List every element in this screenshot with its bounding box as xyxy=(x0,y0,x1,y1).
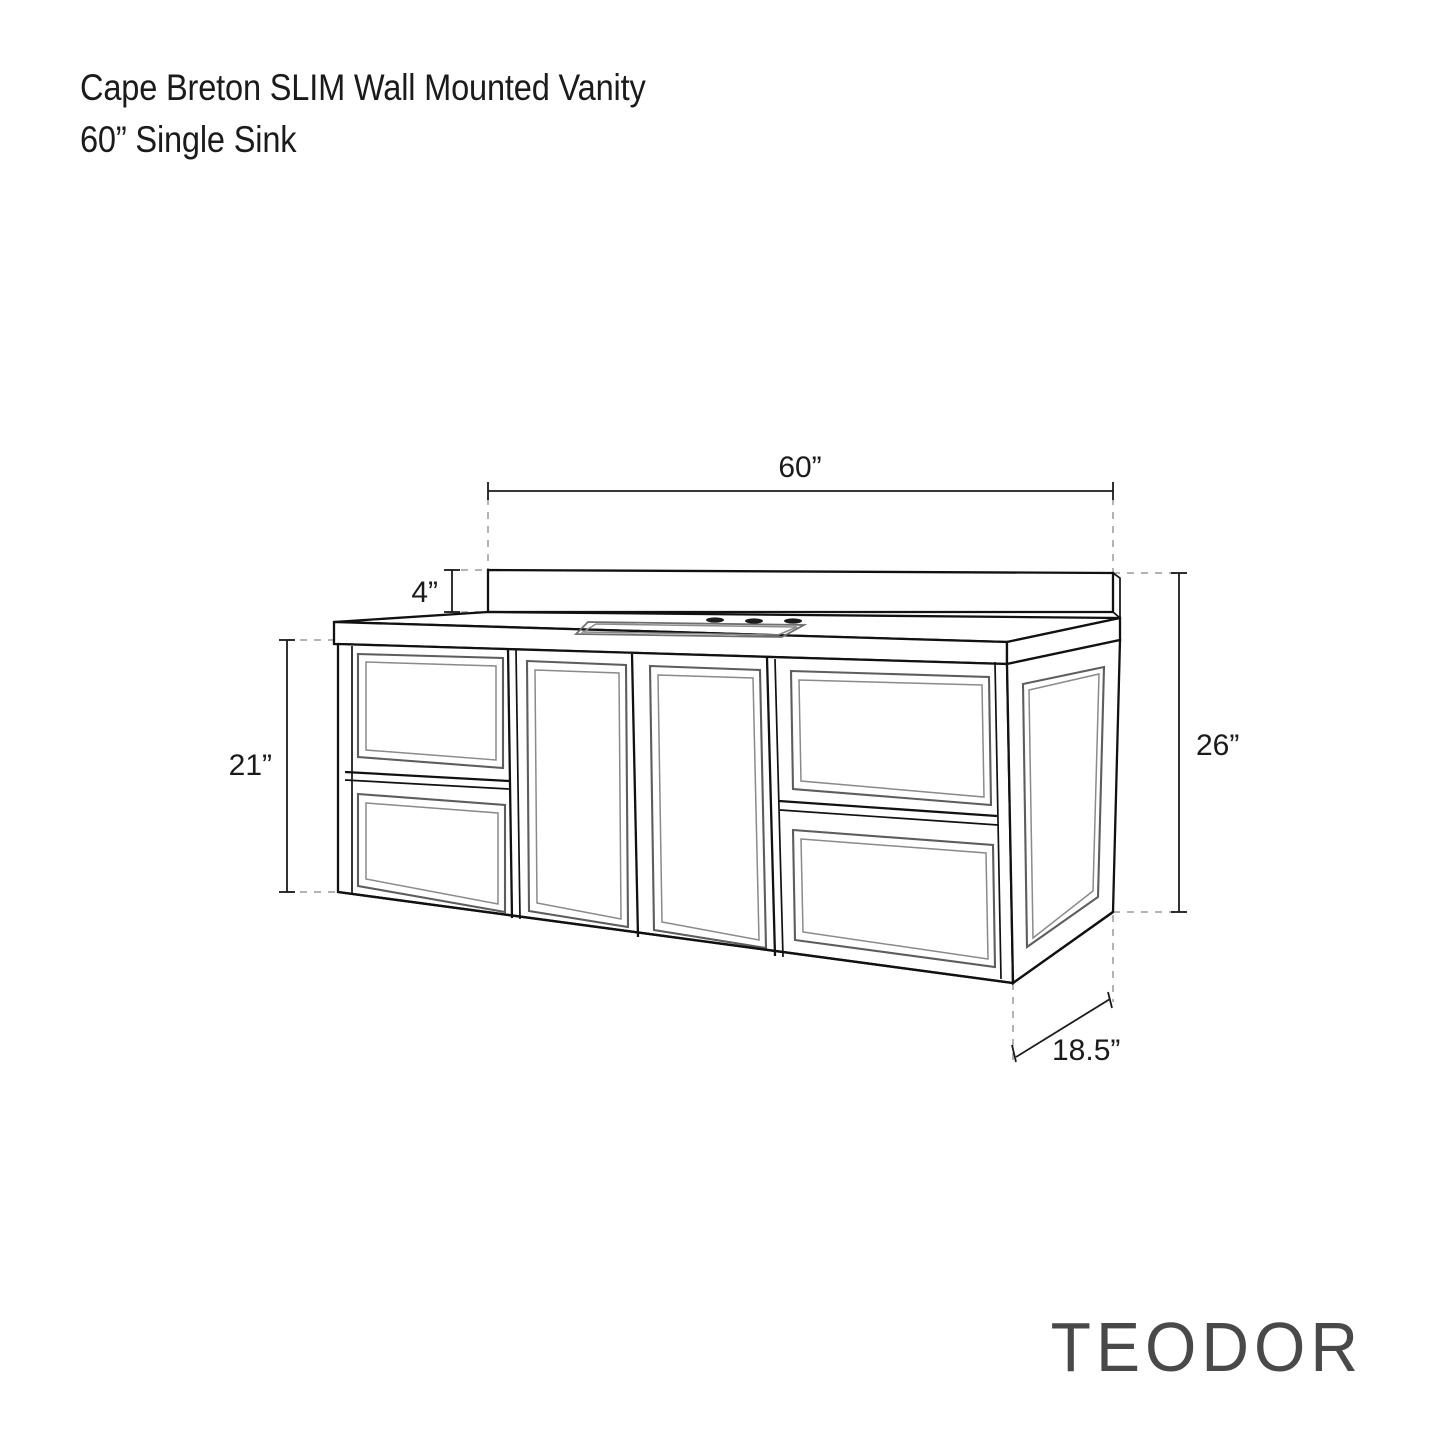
drawer-right-bottom-panel-outer xyxy=(791,828,997,969)
countertop xyxy=(332,610,1122,666)
faucet-hole-left xyxy=(706,617,724,623)
drawer-left-top-panel-inner xyxy=(365,661,497,761)
page-title-line-2: 60” Single Sink xyxy=(80,119,297,160)
drawer-right-top[interactable] xyxy=(789,669,993,807)
drawer-right-top-panel-outer xyxy=(789,669,993,807)
backsplash-right-return xyxy=(1112,572,1121,620)
drawer-right-bottom[interactable] xyxy=(791,828,997,969)
page-title-line-1: Cape Breton SLIM Wall Mounted Vanity xyxy=(80,67,646,108)
right-side-recessed-panel xyxy=(1021,665,1106,950)
door-center-left[interactable] xyxy=(525,659,630,929)
drawer-right-top-panel-inner xyxy=(798,679,985,798)
drawer-left-bottom[interactable] xyxy=(356,792,507,914)
divider-left-drawers-b xyxy=(344,779,510,790)
cabinet-front-face xyxy=(336,642,1015,985)
dimension-backsplash-height: 4” xyxy=(411,569,460,613)
divider-right-drawers-b xyxy=(779,809,999,826)
faucet-holes xyxy=(706,617,802,624)
dimension-label-width: 60” xyxy=(778,451,821,484)
brand-logo: TEODOR xyxy=(1050,1307,1363,1386)
door-center-right-panel-outer xyxy=(648,664,768,950)
dimension-lines: 60” 4” 21” 26” xyxy=(229,451,1240,1067)
cabinet-bottom-front-edge xyxy=(337,890,1014,985)
faucet-hole-right xyxy=(784,618,802,624)
sink-basin xyxy=(573,617,808,638)
vanity-assembly xyxy=(332,568,1122,986)
drawer-left-bottom-panel-inner xyxy=(365,802,499,905)
dimension-cabinet-height: 21” xyxy=(229,639,295,893)
backsplash xyxy=(486,568,1121,620)
divider-right-drawers xyxy=(778,799,998,818)
sink-basin-rim xyxy=(573,621,808,638)
dimension-label-depth: 18.5” xyxy=(1052,1034,1120,1067)
dimension-label-backsplash: 4” xyxy=(411,576,438,609)
rail-left-bank-to-door1 xyxy=(506,648,514,919)
dim-depth-line xyxy=(1015,998,1111,1058)
right-side-recessed-panel-inner xyxy=(1028,673,1100,940)
door-center-left-panel-outer xyxy=(525,659,630,929)
rail-door1-to-door2 xyxy=(630,653,640,938)
drawer-left-bottom-panel-outer xyxy=(356,792,507,914)
door-center-left-panel-inner xyxy=(534,669,622,920)
rail-door2-to-right-bank xyxy=(765,657,777,957)
dim-depth-tick-rear xyxy=(1107,991,1113,1009)
backsplash-front-face xyxy=(486,568,1115,614)
dimension-width: 60” xyxy=(487,451,1114,500)
drawer-left-top-panel-outer xyxy=(356,652,505,770)
right-stile-edge xyxy=(994,661,1002,980)
dimension-label-overall-height: 26” xyxy=(1196,729,1239,762)
door-center-right[interactable] xyxy=(648,664,768,950)
drawer-right-bottom-panel-inner xyxy=(800,838,989,960)
cabinet-body xyxy=(336,638,1122,986)
sink-basin-inner xyxy=(580,623,798,636)
dimension-depth: 18.5” xyxy=(1011,991,1120,1067)
rail-door2-to-right-bank-b xyxy=(774,658,784,958)
dim-depth-tick-front xyxy=(1011,1044,1017,1063)
cabinet-bottom-right-edge xyxy=(1012,911,1114,984)
dimension-label-cabinet-height: 21” xyxy=(229,749,272,782)
drawer-left-top[interactable] xyxy=(356,652,505,770)
title-block: Cape Breton SLIM Wall Mounted Vanity 60”… xyxy=(80,62,980,166)
divider-left-drawers xyxy=(344,770,510,783)
rail-left-bank-to-door1-b xyxy=(515,649,521,920)
door-center-right-panel-inner xyxy=(657,674,760,941)
faucet-hole-center xyxy=(745,618,763,624)
dimension-overall-height: 26” xyxy=(1171,572,1239,913)
